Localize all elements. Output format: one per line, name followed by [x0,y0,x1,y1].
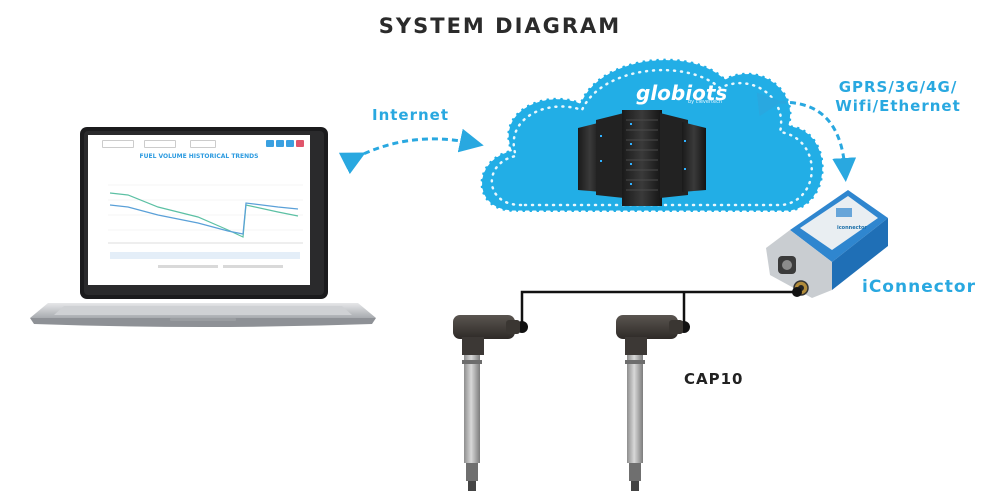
trend-line-green [109,192,299,238]
screen-toolbar [94,138,304,148]
cap10-label: CAP10 [684,370,744,388]
connectivity-label-line1: GPRS/3G/4G/ [838,78,958,96]
select-field [190,140,216,148]
toolbar-button [296,140,304,147]
internet-arrow [338,128,484,175]
internet-label: Internet [372,106,450,124]
range-navigator [110,252,300,259]
chart-legend [223,265,283,268]
date-field [144,140,176,148]
server-rack-icon [578,110,706,206]
toolbar-button [276,140,284,147]
diagram-title: SYSTEM DIAGRAM [378,14,622,38]
junction-node [792,287,802,297]
cellular-arrow [756,92,857,182]
iconnector-device-icon [766,190,888,298]
cap10-sensor-icon [453,315,520,491]
trend-chart [108,184,303,268]
toolbar-button [266,140,274,147]
cloud-brand-logo: globiots [636,81,728,105]
toolbar-button [286,140,294,147]
connectivity-label: GPRS/3G/4G/ Wifi/Ethernet [800,78,996,116]
screen-chart-title: FUEL VOLUME HISTORICAL TRENDS [139,153,259,160]
cap10-sensor-icon [616,315,683,491]
connectivity-label-line2: Wifi/Ethernet [835,97,961,115]
device-brand: iconnector [837,225,867,231]
cloud-brand-sub: by clevertech [688,99,722,105]
laptop-screen: FUEL VOLUME HISTORICAL TRENDS [88,135,310,285]
trend-line-blue [109,202,299,235]
iconnector-label: iConnector [862,277,976,297]
chart-legend [158,265,218,268]
date-field [102,140,134,148]
